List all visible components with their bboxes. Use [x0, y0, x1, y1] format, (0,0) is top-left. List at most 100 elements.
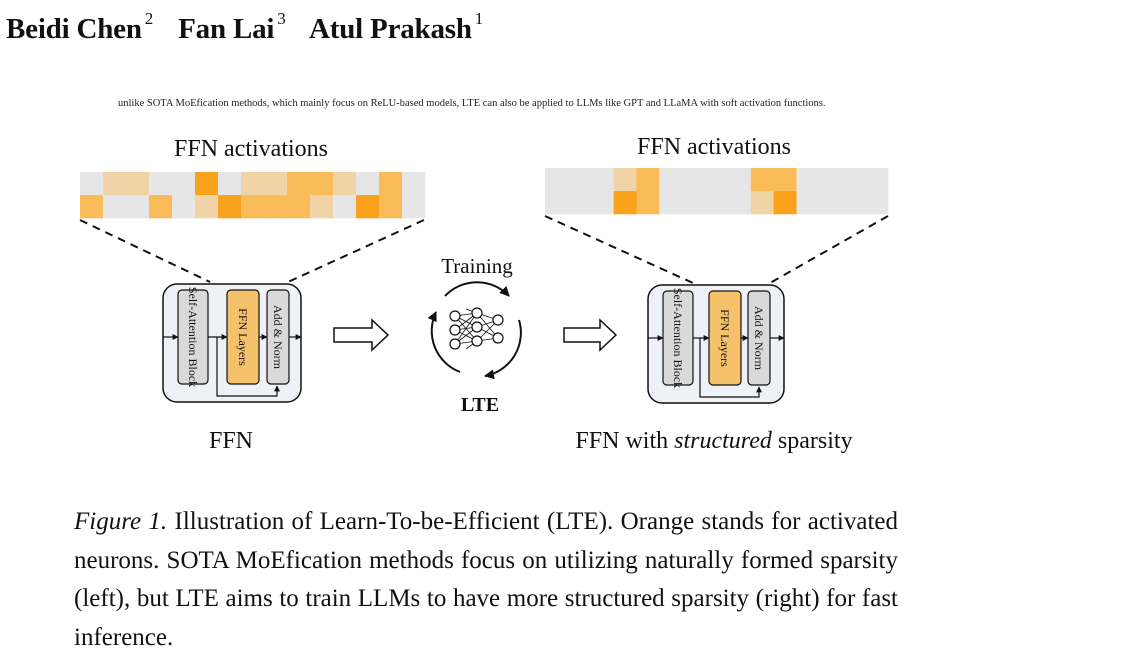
- activation-cell: [613, 168, 637, 192]
- caption-text: Illustration of Learn-To-be-Efficient (L…: [74, 508, 898, 651]
- zoom-line: [79, 219, 211, 283]
- activation-cell: [149, 172, 173, 196]
- activation-cell: [356, 195, 380, 219]
- right-activation-grid: [545, 168, 889, 215]
- activation-cell: [379, 195, 403, 219]
- activation-cell: [402, 172, 426, 196]
- activation-cell: [172, 195, 196, 219]
- activation-cell: [842, 191, 866, 215]
- label-prefix: FFN with: [575, 428, 674, 454]
- training-cycle-icon: [427, 281, 522, 380]
- activation-cell: [310, 172, 334, 196]
- affiliation-mark: 3: [277, 9, 286, 28]
- activation-cell: [80, 195, 104, 219]
- activation-cell: [682, 191, 706, 215]
- activation-cell: [402, 195, 426, 219]
- caption-label: Figure 1.: [74, 508, 168, 535]
- activation-cell: [796, 168, 820, 192]
- figure-caption: Figure 1. Illustration of Learn-To-be-Ef…: [74, 503, 898, 657]
- author-name: Fan Lai: [178, 12, 275, 45]
- activation-cell: [865, 191, 889, 215]
- activation-cell: [659, 191, 683, 215]
- activation-cell: [172, 172, 196, 196]
- activation-cell: [218, 172, 242, 196]
- activation-cell: [727, 191, 752, 215]
- self-attention-label: Self-Attention Block: [186, 287, 200, 387]
- activation-cell: [310, 195, 334, 219]
- activation-cell: [796, 191, 820, 215]
- self-attention-label: Self-Attention Block: [671, 288, 685, 388]
- activation-cell: [333, 172, 357, 196]
- activation-cell: [842, 168, 866, 192]
- label-emphasis: structured: [674, 428, 773, 454]
- activation-cell: [241, 195, 265, 219]
- activation-cell: [287, 195, 311, 219]
- activation-cell: [149, 195, 173, 219]
- activation-cell: [379, 172, 403, 196]
- training-label: Training: [441, 254, 513, 278]
- activation-cell: [773, 191, 797, 215]
- right-ffn-label: FFN with structured sparsity: [575, 428, 852, 454]
- label-suffix: sparsity: [772, 428, 853, 454]
- affiliation-mark: 1: [474, 9, 484, 28]
- activation-cell: [819, 191, 843, 215]
- hollow-arrow-icon: [333, 318, 390, 352]
- activation-cell: [264, 172, 288, 196]
- activation-cell: [705, 191, 729, 215]
- activation-cell: [545, 168, 569, 192]
- activation-cell: [865, 168, 889, 192]
- activation-cell: [659, 168, 683, 192]
- hollow-arrow-icon: [563, 318, 618, 352]
- activation-cell: [727, 168, 752, 192]
- ffn-layers-label: FFN Layers: [718, 309, 732, 367]
- activation-cell: [750, 168, 774, 192]
- activation-cell: [287, 172, 311, 196]
- activation-cell: [773, 168, 797, 192]
- activation-cell: [80, 172, 104, 196]
- author-name: Beidi Chen: [6, 12, 142, 45]
- activation-cell: [636, 168, 660, 192]
- left-activations-title: FFN activations: [174, 136, 328, 162]
- zoom-line: [287, 219, 425, 283]
- activation-cell: [356, 172, 380, 196]
- activation-cell: [682, 168, 706, 192]
- activation-cell: [750, 191, 774, 215]
- activation-cell: [241, 172, 265, 196]
- right-transformer-block: Self-Attention Block FFN Layers Add & No…: [647, 284, 785, 404]
- activation-cell: [264, 195, 288, 219]
- author-name: Atul Prakash: [309, 12, 472, 45]
- activation-cell: [613, 191, 637, 215]
- affiliation-mark: 2: [144, 9, 154, 28]
- add-norm-label: Add & Norm: [271, 305, 285, 370]
- activation-cell: [103, 172, 127, 196]
- activation-cell: [126, 172, 150, 196]
- activation-cell: [819, 168, 843, 192]
- lte-label: LTE: [461, 394, 499, 416]
- activation-cell: [218, 195, 242, 219]
- zoom-line: [544, 215, 694, 284]
- activation-cell: [545, 191, 569, 215]
- left-transformer-block: Self-Attention Block FFN Layers Add & No…: [162, 283, 302, 403]
- activation-cell: [126, 195, 150, 219]
- body-text-snippet: unlike SOTA MoEfication methods, which m…: [118, 98, 826, 109]
- activation-cell: [195, 195, 219, 219]
- activation-cell: [103, 195, 127, 219]
- left-ffn-label: FFN: [209, 428, 253, 454]
- activation-cell: [636, 191, 660, 215]
- activation-cell: [195, 172, 219, 196]
- add-norm-label: Add & Norm: [752, 306, 766, 371]
- activation-cell: [567, 191, 592, 215]
- activation-cell: [590, 191, 614, 215]
- right-activations-title: FFN activations: [637, 134, 791, 160]
- activation-cell: [567, 168, 592, 192]
- left-activation-grid: [80, 172, 426, 219]
- activation-cell: [333, 195, 357, 219]
- lte-illustration-figure: FFN activations FFN activations Self-Att…: [79, 134, 889, 454]
- neural-network-icon: [449, 307, 504, 350]
- activation-cell: [705, 168, 729, 192]
- zoom-line: [769, 215, 889, 284]
